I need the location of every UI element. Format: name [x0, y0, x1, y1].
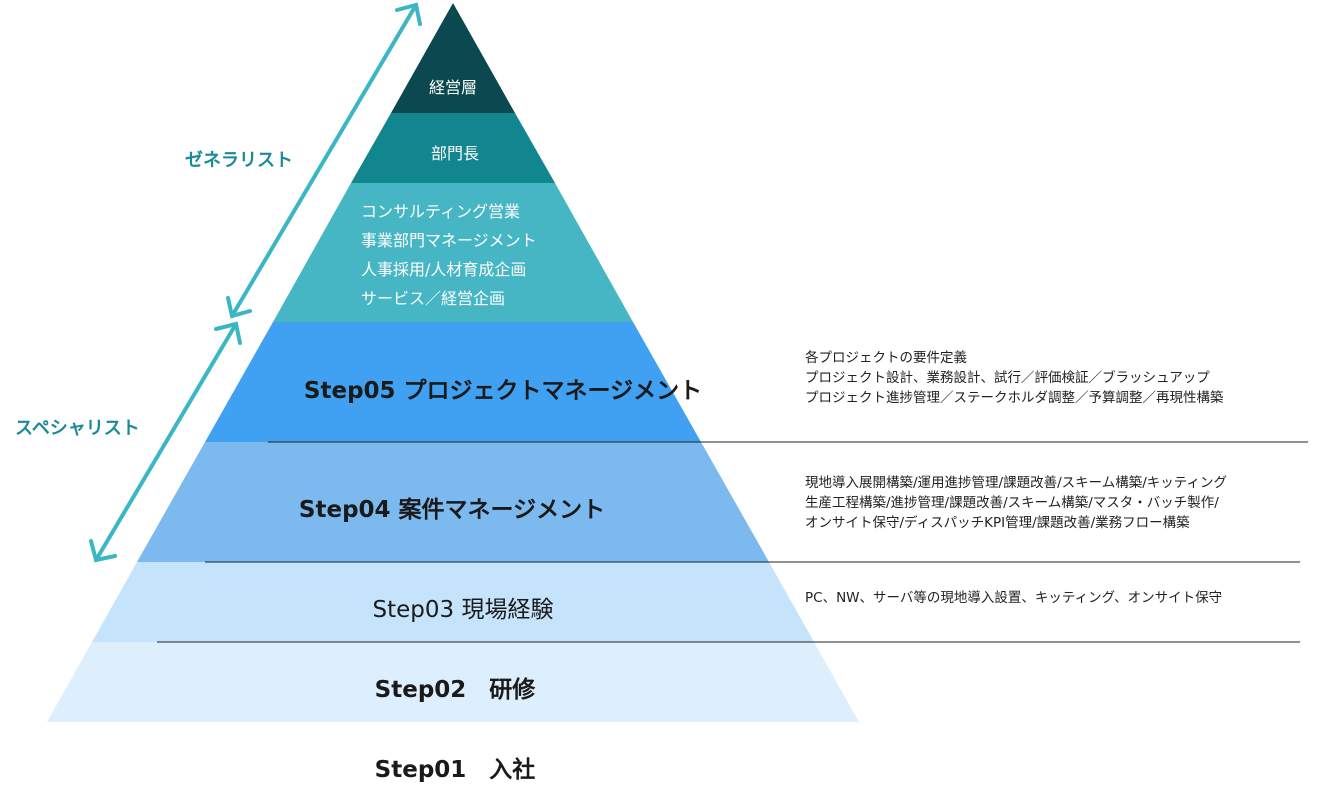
desc-line: 生産工程構築/進捗管理/課題改善/スキーム構築/マスタ・バッチ製作/ — [805, 495, 1219, 511]
generalist-label: ゼネラリスト — [185, 150, 293, 171]
desc-line: PC、NW、サーバ等の現地導入設置、キッティング、オンサイト保守 — [805, 590, 1223, 606]
step03-label: Step03 現場経験 — [372, 597, 554, 623]
step02-label: Step02 研修 — [374, 677, 536, 703]
desc-line: プロジェクト進捗管理／ステークホルダ調整／予算調整／再現性構築 — [805, 390, 1224, 406]
specialist-arrow-icon — [89, 321, 242, 563]
role-item: 人事採用/人材育成企画 — [361, 260, 527, 279]
desc-line: プロジェクト設計、業務設計、試行／評価検証／ブラッシュアップ — [805, 370, 1210, 386]
step04-description: 現地導入展開構築/運用進捗管理/課題改善/スキーム構築/キッティング 生産工程構… — [805, 473, 1227, 533]
desc-line: 現地導入展開構築/運用進捗管理/課題改善/スキーム構築/キッティング — [805, 475, 1227, 491]
role-item: コンサルティング営業 — [361, 202, 521, 221]
step03-description: PC、NW、サーバ等の現地導入設置、キッティング、オンサイト保守 — [805, 588, 1222, 608]
role-item: 事業部門マネージメント — [361, 231, 537, 250]
level-executive — [391, 3, 515, 113]
executive-label: 経営層 — [428, 78, 478, 97]
step04-label: Step04 案件マネージメント — [298, 497, 606, 523]
step05-description: 各プロジェクトの要件定義 プロジェクト設計、業務設計、試行／評価検証／ブラッシュ… — [805, 348, 1224, 408]
desc-line: 各プロジェクトの要件定義 — [805, 350, 967, 366]
level-department-head — [351, 113, 555, 183]
role-item: サービス／経営企画 — [361, 289, 506, 308]
step05-label: Step05 プロジェクトマネージメント — [303, 378, 703, 404]
department-head-label: 部門長 — [430, 144, 480, 163]
level-step02 — [47, 642, 859, 722]
specialist-label: スペシャリスト — [15, 418, 140, 439]
desc-line: オンサイト保守/ディスパッチKPI管理/課題改善/業務フロー構築 — [805, 515, 1190, 531]
generalist-roles-list: コンサルティング営業 事業部門マネージメント 人事採用/人材育成企画 サービス／… — [361, 197, 537, 313]
generalist-arrow-icon — [226, 2, 422, 319]
level-step05 — [205, 322, 701, 442]
level-step03 — [92, 562, 814, 642]
level-step04 — [137, 442, 769, 562]
level-generalist-roles — [273, 183, 633, 322]
step01-label: Step01 入社 — [374, 757, 536, 783]
